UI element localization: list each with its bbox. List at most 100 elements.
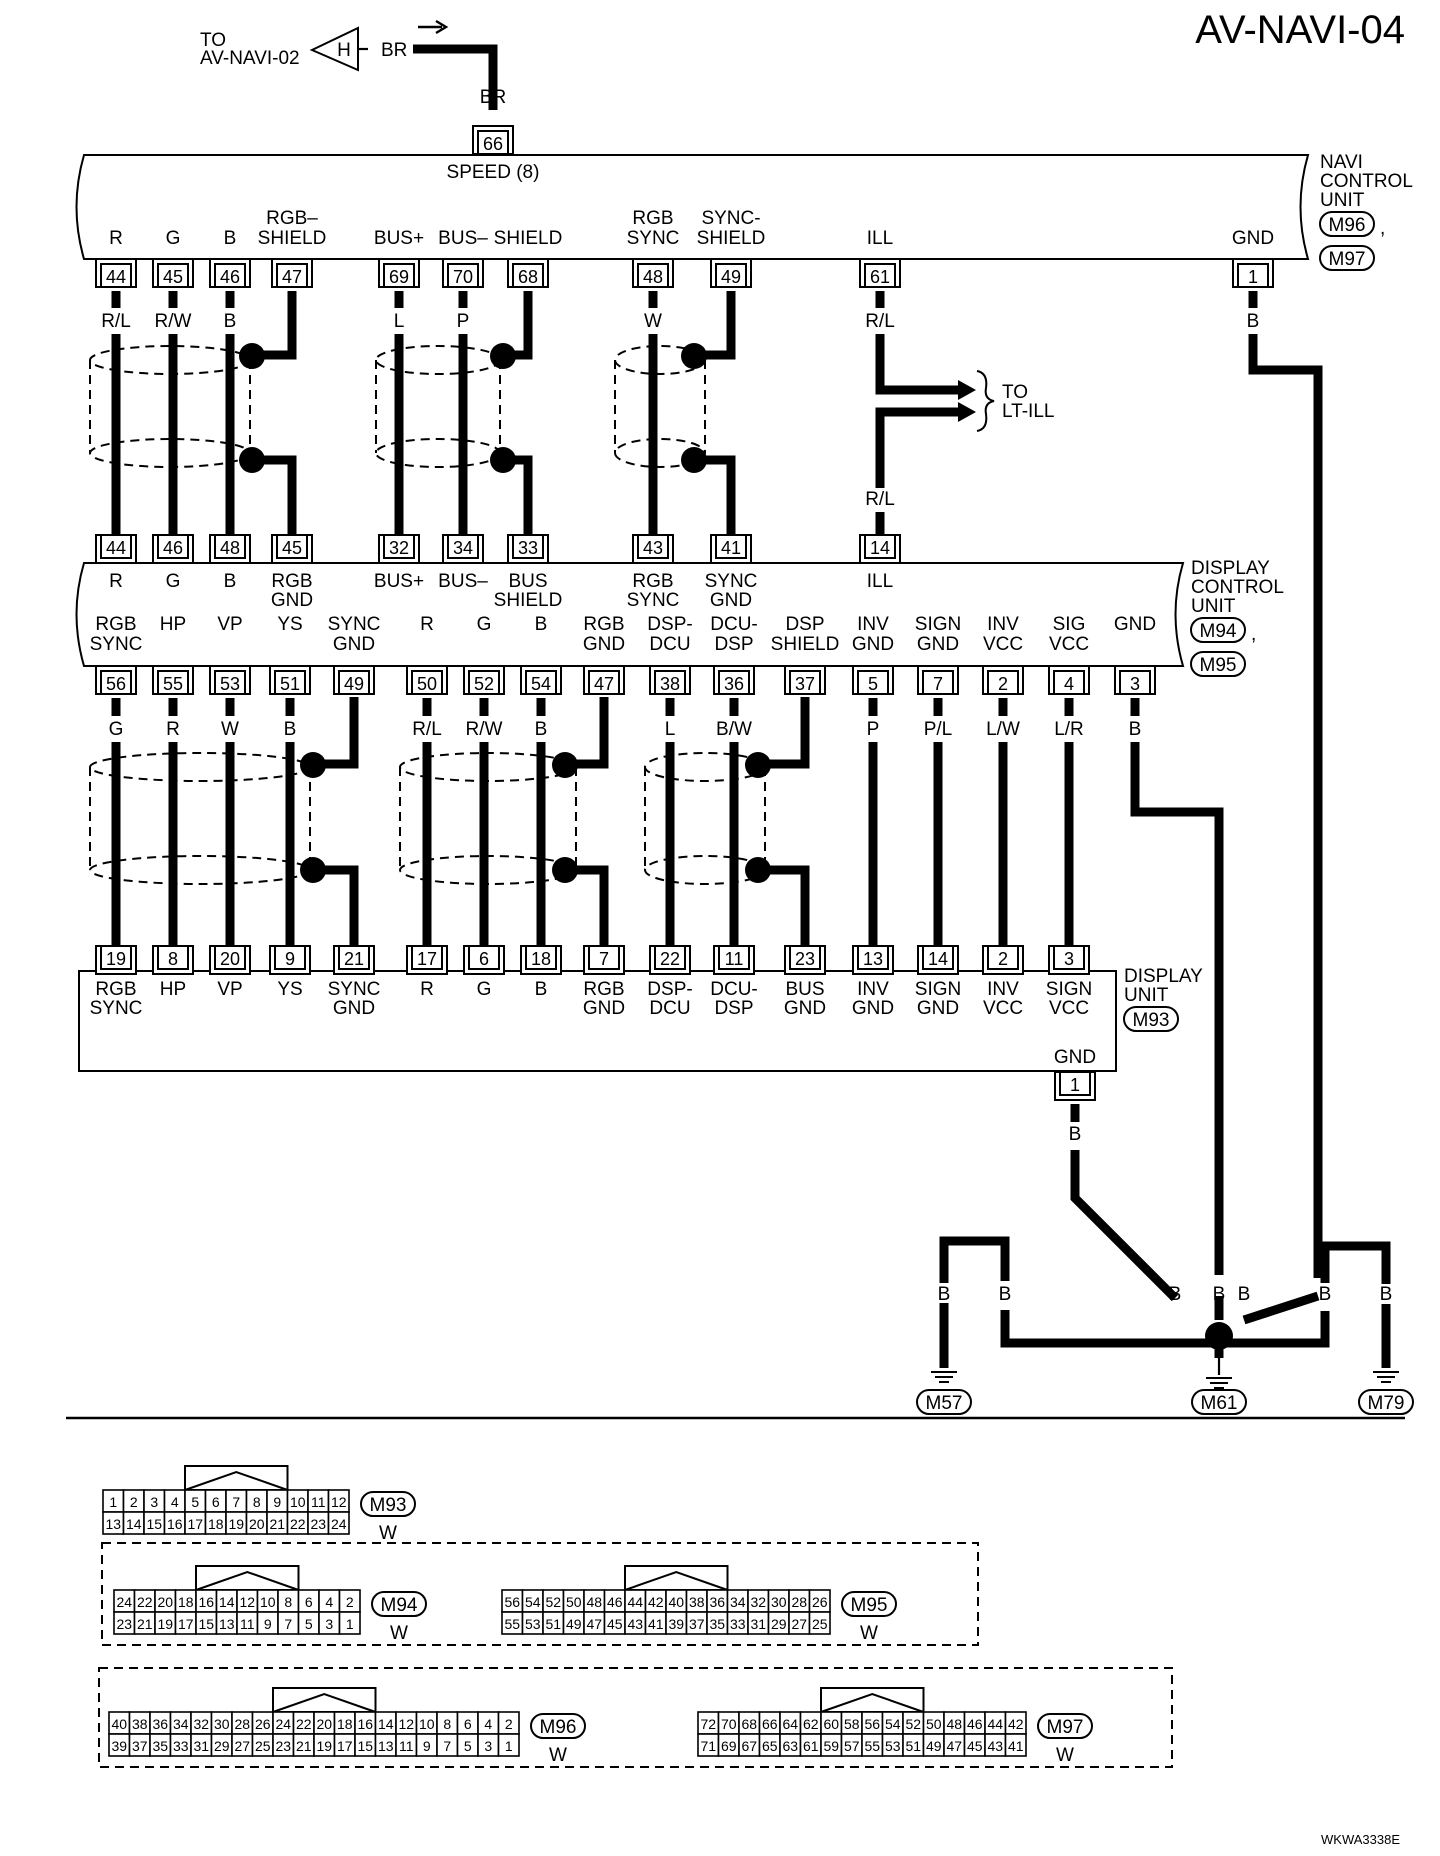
cavity-number: 58 [844,1716,860,1732]
display-pin-23-number: 23 [795,949,815,969]
cavity-number: 37 [132,1738,148,1754]
wire-color-label: R/L [412,719,442,740]
dcu-pin-38-number: 38 [660,674,680,694]
dcu-pin-label: RGB [271,571,312,592]
cavity-number: 68 [741,1716,757,1732]
connector-color: W [390,1623,408,1644]
dcu-pin-43-number: 43 [643,538,663,558]
page-title: AV-NAVI-04 [1195,8,1405,52]
cavity-number: 21 [296,1738,312,1754]
cavity-number: 26 [255,1716,271,1732]
dcu-pin-label: GND [1114,614,1156,635]
cavity-number: 19 [157,1616,173,1632]
wire-color-label: R [166,719,180,740]
display-pin-label: SIGN [1046,979,1092,1000]
cavity-number: 7 [284,1616,292,1632]
dcu-pin-48: 48 [209,534,251,564]
dcu-pin-label: DCU- [710,614,758,635]
cavity-number: 67 [741,1738,757,1754]
ground-point-m61: M61 [1201,1393,1238,1414]
pin-66: 66 [483,134,503,154]
dcu-pin-label: DSP- [647,614,692,635]
navi-connector-m97: M97 [1329,249,1366,270]
display-pin-label: DSP- [647,979,692,1000]
navi-pin-70-number: 70 [453,267,473,287]
cavity-number: 59 [823,1738,839,1754]
navi-pin-46-number: 46 [220,267,240,287]
dcu-pin-label: BUS [508,571,547,592]
display-pin-label: DCU [649,998,690,1019]
cavity-number: 33 [730,1616,746,1632]
dcu-pin-14-number: 14 [870,538,890,558]
cavity-number: 42 [1008,1716,1024,1732]
cavity-number: 62 [803,1716,819,1732]
cavity-number: 50 [566,1594,582,1610]
display-control-unit-body [75,562,1185,667]
cavity-number: 43 [627,1616,643,1632]
wire-color-label: R/L [101,311,131,332]
dcu-pin-label: GND [917,634,959,655]
cavity-number: 34 [173,1716,189,1732]
navi-connector-m96: M96 [1329,215,1366,236]
cavity-number: 11 [311,1494,326,1510]
cavity-number: 1 [505,1738,513,1754]
display-pin-8: 8 [152,945,194,975]
cavity-number: 37 [689,1616,705,1632]
cavity-number: 47 [586,1616,602,1632]
display-pin-label: R [420,979,434,1000]
cavity-number: 18 [178,1594,194,1610]
navi-control-unit-body [75,154,1310,260]
cavity-number: 5 [305,1616,313,1632]
dcu-pin-43: 43 [632,534,674,564]
display-pin-13-number: 13 [863,949,883,969]
cavity-number: 15 [198,1616,214,1632]
connector-color: W [379,1523,397,1544]
cavity-number: 48 [946,1716,962,1732]
cavity-number: 49 [926,1738,942,1754]
dcu-pin-5: 5 [852,665,894,695]
display-pin-label: GND [784,998,826,1019]
dcu-pin-label: SYNC [627,590,680,611]
wire-color-label: B [535,719,548,740]
display-pin-label: BUS [785,979,824,1000]
dcu-pin-label: B [535,614,548,635]
wire-color-label: P [867,719,880,740]
navi-pin-48: 48 [632,258,674,288]
ill-branch-to-line2: LT-ILL [1002,401,1054,422]
cavity-number: 27 [234,1738,250,1754]
cavity-number: 40 [668,1594,684,1610]
cavity-number: 5 [191,1494,199,1510]
cavity-number: 45 [607,1616,623,1632]
cavity-number: 39 [668,1616,684,1632]
navi-unit-name-3: UNIT [1320,190,1365,211]
cavity-number: 30 [214,1716,230,1732]
display-pin-13: 13 [852,945,894,975]
dcu-pin-2-number: 2 [998,674,1008,694]
cavity-number: 31 [750,1616,766,1632]
dcu-pin-label: SYNC [90,634,143,655]
dcu-pin-label: BUS– [438,571,488,592]
dcu-pin-7-number: 7 [933,674,943,694]
display-unit-name-1: DISPLAY [1124,966,1203,987]
dcu-pin-32-number: 32 [389,538,409,558]
cavity-number: 13 [378,1738,394,1754]
dcu-pin-2: 2 [982,665,1024,695]
dcu-pin-53-number: 53 [220,674,240,694]
dcu-pin-label: GND [333,634,375,655]
display-pin-11: 11 [713,945,755,975]
cavity-number: 40 [111,1716,127,1732]
display-pin-14: 14 [917,945,959,975]
dcu-pin-49-number: 49 [344,674,364,694]
dcu-pin-3-number: 3 [1130,674,1140,694]
cavity-number: 33 [173,1738,189,1754]
display-pin-label: SYNC [90,998,143,1019]
ground-wire-color: B [1319,1284,1332,1305]
dcu-pin-label: SHIELD [494,590,563,611]
cavity-number: 1 [346,1616,354,1632]
signal-direction-arrow-icon [418,19,449,35]
navi-pin-label: BUS– [438,228,488,249]
cavity-number: 46 [607,1594,623,1610]
dcu-pin-36-number: 36 [724,674,744,694]
display-pin-21-number: 21 [344,949,364,969]
